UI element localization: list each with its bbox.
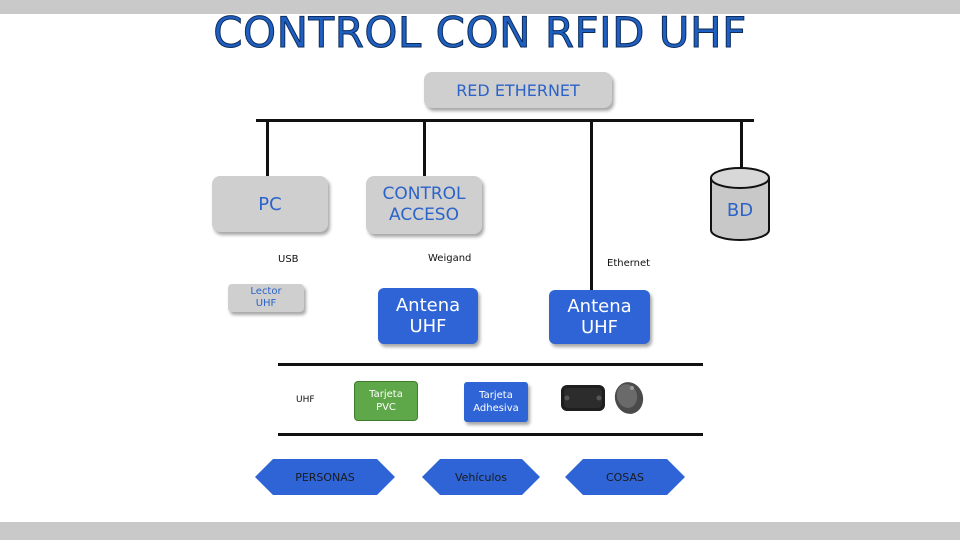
lower-tag-line [278,433,703,436]
category-cosas: COSAS [605,470,645,484]
upper-tag-line [278,363,703,366]
category-vehiculos: Vehículos [454,470,507,484]
top-band [0,0,960,14]
tarjeta-pvc-line2: PVC [376,402,396,413]
usb-label: USB [278,254,299,265]
rugged-tag-icon [561,385,605,411]
bus-drop-antena2 [590,120,593,292]
disc-tag-icon [614,382,644,414]
bd-label: BD [726,199,754,221]
control-acceso-line1: CONTROL [382,184,466,204]
control-acceso-box: CONTROL ACCESO [366,176,482,234]
antena2-line1: Antena [567,296,632,317]
vehiculos-hexagon [422,459,540,495]
bottom-band [0,522,960,540]
personas-hexagon [255,459,395,495]
tarjeta-adhesiva-box: Tarjeta Adhesiva [464,382,528,422]
tarjeta-pvc-line1: Tarjeta [369,389,403,400]
cosas-hexagon [565,459,685,495]
category-personas: PERSONAS [295,470,355,484]
antena1-line2: UHF [409,316,447,337]
pc-label: PC [258,193,282,215]
lector-line2: UHF [255,298,277,309]
bus-drop-pc [266,120,269,176]
antena1-line1: Antena [395,295,461,316]
page-title: CONTROL CON RFID UHF [213,8,747,58]
bus-drop-bd [740,120,743,170]
bd-label-wrap: BD [708,192,772,228]
control-acceso-line2: ACCESO [389,205,459,225]
weigand-label: Weigand [428,253,472,264]
tarjeta-adh-line2: Adhesiva [473,403,519,414]
lector-line1: Lector [250,286,282,297]
uhf-label: UHF [296,395,315,405]
bus-drop-control [423,120,426,176]
lector-uhf-box: Lector UHF [228,284,304,312]
antena-uhf-2-box: Antena UHF [549,290,650,344]
bd-cylinder [710,167,770,241]
red-ethernet-label: RED ETHERNET [456,80,580,100]
tarjeta-adh-line1: Tarjeta [479,390,513,401]
ethernet-bus-line [256,119,754,122]
ethernet-label: Ethernet [607,258,651,269]
red-ethernet-box: RED ETHERNET [424,72,612,108]
pc-box: PC [212,176,328,232]
antena-uhf-1-box: Antena UHF [378,288,478,344]
antena2-line2: UHF [580,317,619,338]
tarjeta-pvc-box: Tarjeta PVC [354,381,418,421]
